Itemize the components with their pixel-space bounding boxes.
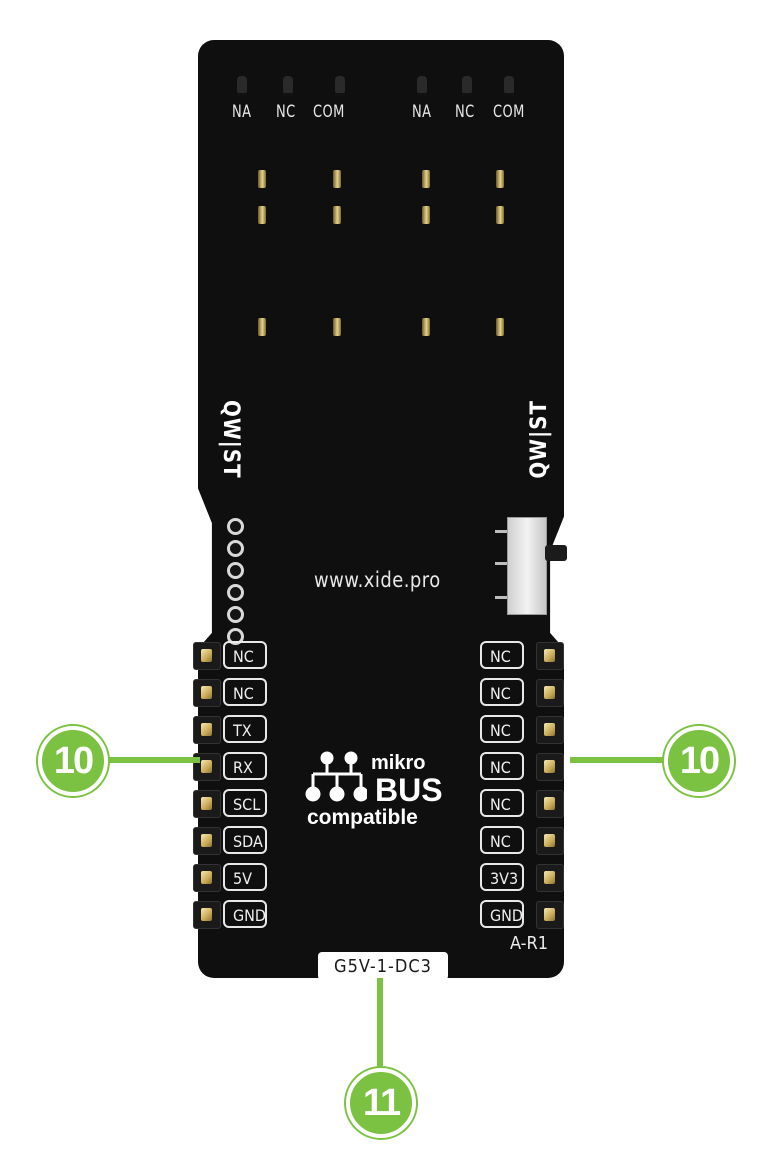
- relay-label-na-2: NA: [412, 102, 432, 122]
- header-pin: [193, 679, 221, 707]
- slide-switch[interactable]: [507, 517, 547, 615]
- relay-label-nc-1: NC: [276, 102, 296, 122]
- callout-line-left: [96, 757, 200, 763]
- left-pin-label: TX: [223, 715, 267, 743]
- solder-pad: [258, 170, 266, 188]
- hole-icon: [227, 628, 244, 645]
- left-pin-label: 5V: [223, 863, 267, 891]
- callout-left: 10: [38, 726, 108, 796]
- relay-pin-com-2: [504, 76, 514, 96]
- left-pin-label: GND: [223, 900, 267, 928]
- solder-pad: [496, 170, 504, 188]
- switch-leg: [495, 596, 507, 599]
- relay-pin-nc-1: [283, 76, 293, 96]
- solder-pad: [333, 206, 341, 224]
- relay-label-com-2: COM: [493, 102, 525, 122]
- header-pin: [193, 642, 221, 670]
- hole-icon: [227, 606, 244, 623]
- logo-bus-text: BUS: [375, 772, 443, 808]
- left-pin-label: SCL: [223, 789, 267, 817]
- right-pin-label: GND: [480, 900, 524, 928]
- left-pin-label: SDA: [223, 826, 267, 854]
- hole-icon: [227, 584, 244, 601]
- relay-label-com-1: COM: [313, 102, 345, 122]
- hole-icon: [227, 518, 244, 535]
- solder-pad: [333, 318, 341, 336]
- right-pin-label: NC: [480, 678, 524, 706]
- header-pin: [536, 716, 564, 744]
- header-pin: [536, 679, 564, 707]
- callout-line-bottom: [377, 978, 383, 1072]
- header-pin: [536, 753, 564, 781]
- solder-pad: [258, 206, 266, 224]
- right-pin-label: NC: [480, 641, 524, 669]
- relay-pin-com-1: [335, 76, 345, 96]
- network-tree-icon: [305, 751, 367, 802]
- callout-bottom: 11: [346, 1068, 416, 1138]
- header-pin: [536, 790, 564, 818]
- switch-leg: [495, 562, 507, 565]
- relay-label-nc-2: NC: [455, 102, 475, 122]
- right-pin-label: NC: [480, 826, 524, 854]
- solder-pad: [422, 206, 430, 224]
- header-pin: [193, 790, 221, 818]
- revision-label: A-R1: [510, 933, 549, 954]
- connector-holes: [227, 518, 244, 650]
- switch-leg: [495, 530, 507, 533]
- qwst-label-right: QW|ST: [527, 400, 552, 479]
- solder-pad: [496, 206, 504, 224]
- header-pin: [193, 901, 221, 929]
- header-pin: [193, 716, 221, 744]
- left-pin-label: RX: [223, 752, 267, 780]
- qwst-label-left: QW|ST: [218, 400, 243, 479]
- callout-line-right: [570, 757, 670, 763]
- logo-mikro-text: mikro: [371, 752, 426, 774]
- relay-label-na-1: NA: [232, 102, 252, 122]
- solder-pad: [258, 318, 266, 336]
- header-pin: [536, 864, 564, 892]
- pcb-board: [198, 40, 564, 978]
- relay-pin-na-1: [237, 76, 247, 96]
- hole-icon: [227, 562, 244, 579]
- hole-icon: [227, 540, 244, 557]
- solder-pad: [333, 170, 341, 188]
- right-pin-label: NC: [480, 752, 524, 780]
- left-pin-label: NC: [223, 641, 267, 669]
- header-pin: [536, 901, 564, 929]
- solder-pad: [422, 170, 430, 188]
- switch-knob[interactable]: [545, 545, 567, 561]
- solder-pad: [422, 318, 430, 336]
- left-pin-label: NC: [223, 678, 267, 706]
- right-pin-label: NC: [480, 715, 524, 743]
- right-pin-label: NC: [480, 789, 524, 817]
- relay-pin-nc-2: [462, 76, 472, 96]
- part-number-label: G5V-1-DC3: [318, 952, 448, 980]
- callout-right: 10: [664, 726, 734, 796]
- right-pin-label: 3V3: [480, 863, 524, 891]
- header-pin: [536, 827, 564, 855]
- header-pin: [536, 642, 564, 670]
- header-pin: [193, 827, 221, 855]
- website-url: www.xide.pro: [314, 568, 441, 592]
- logo-compatible-text: compatible: [307, 806, 418, 829]
- solder-pad: [496, 318, 504, 336]
- relay-pin-na-2: [417, 76, 427, 96]
- header-pin: [193, 864, 221, 892]
